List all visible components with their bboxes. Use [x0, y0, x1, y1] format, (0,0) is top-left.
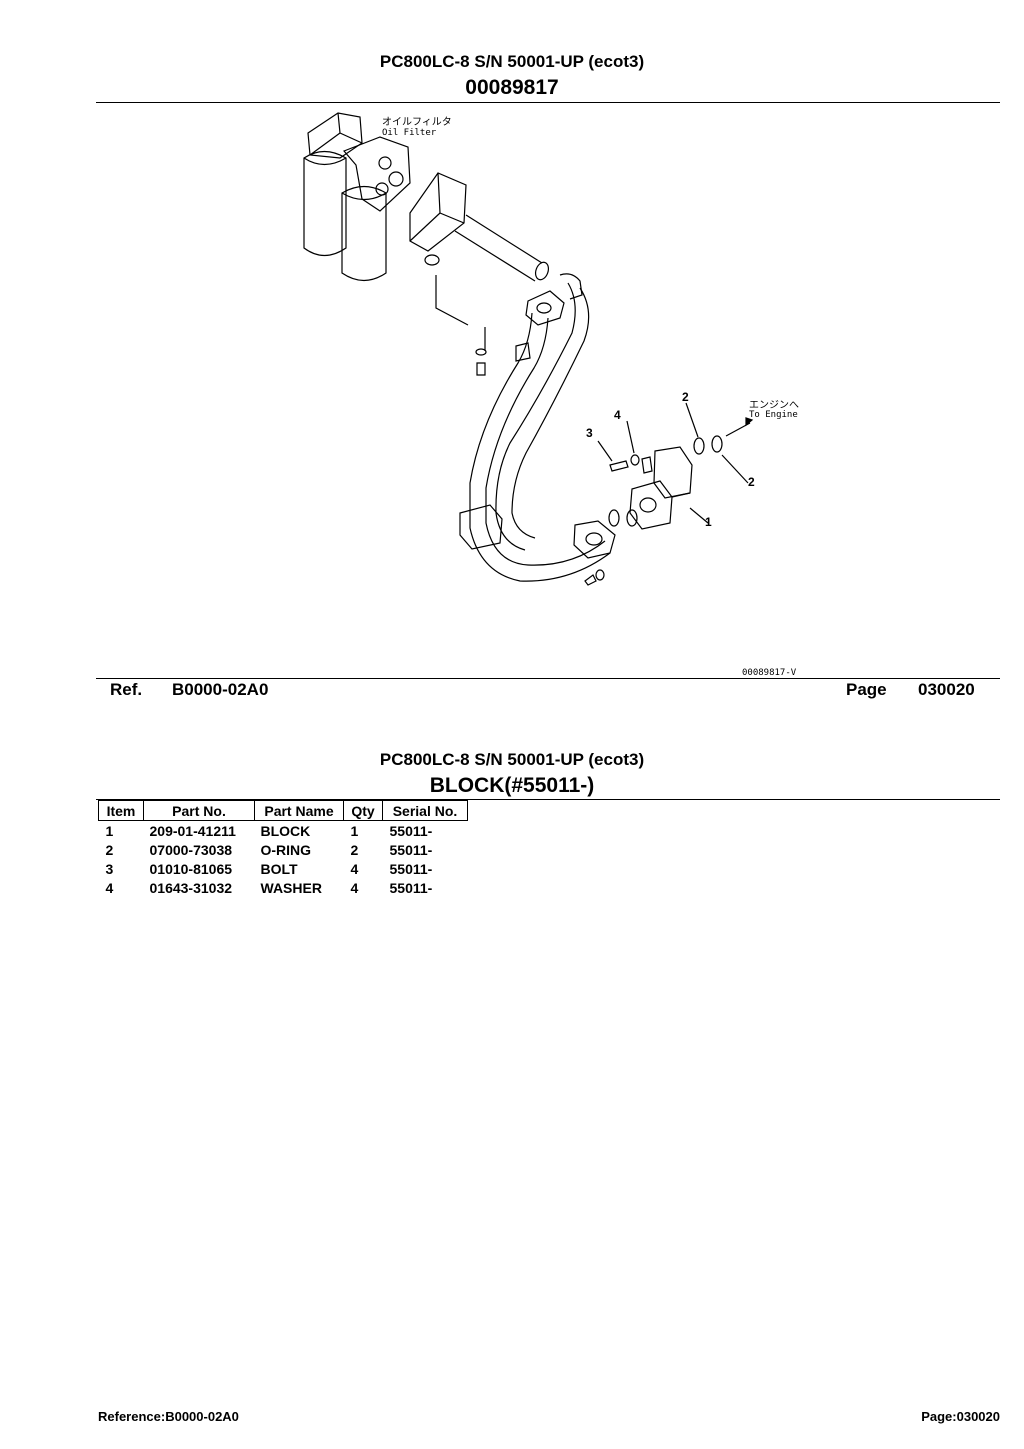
page-value: 030020 — [918, 680, 975, 699]
page-label: Page — [846, 680, 887, 699]
col-qty: Qty — [343, 800, 383, 821]
cell-part-no: 01643-31032 — [149, 879, 233, 896]
callout-4: 4 — [614, 408, 621, 422]
cell-qty: 4 — [350, 879, 359, 896]
to-engine-label-jp: エンジンへ — [749, 400, 799, 411]
table-row: 2 07000-73038 O-RING 2 55011- — [99, 840, 468, 859]
table-row: 1 209-01-41211 BLOCK 1 55011- — [99, 821, 468, 841]
cell-part-no: 209-01-41211 — [149, 822, 236, 839]
section-divider — [96, 799, 1000, 800]
callout-1: 1 — [705, 515, 712, 529]
cell-serial-no: 55011- — [389, 822, 433, 839]
ref-value: B0000-02A0 — [172, 680, 269, 699]
cell-qty: 1 — [350, 822, 359, 839]
oil-filter-label-en: Oil Filter — [382, 128, 437, 138]
ref-label: Ref. — [110, 680, 143, 699]
cell-serial-no: 55011- — [389, 879, 433, 896]
cell-part-name: O-RING — [260, 841, 312, 858]
col-serial-no: Serial No. — [382, 800, 468, 821]
cell-item: 3 — [105, 860, 114, 877]
cell-part-no: 07000-73038 — [149, 841, 233, 858]
cell-serial-no: 55011- — [389, 841, 433, 858]
cell-part-name: WASHER — [260, 879, 322, 896]
oil-filter-illustration — [303, 112, 411, 282]
drawing-code: 00089817-V — [742, 668, 797, 678]
parts-table: Item Part No. Part Name Qty Serial No. 1… — [98, 800, 468, 897]
footer-reference: Reference:B0000-02A0 — [98, 1409, 239, 1424]
header-divider — [96, 102, 1000, 103]
refbar-divider — [96, 678, 1000, 679]
callout-3: 3 — [586, 426, 593, 440]
cell-qty: 4 — [350, 860, 359, 877]
col-item: Item — [98, 800, 144, 821]
callout-2-upper: 2 — [682, 390, 689, 404]
model-title: PC800LC-8 S/N 50001-UP (ecot3) — [379, 52, 645, 71]
col-part-name: Part Name — [254, 800, 344, 821]
section-title: BLOCK(#55011-) — [429, 774, 595, 797]
callout-2-lower: 2 — [748, 475, 755, 489]
cell-part-no: 01010-81065 — [149, 860, 233, 877]
illustration-number: 00089817 — [465, 76, 559, 99]
cell-qty: 2 — [350, 841, 359, 858]
cell-item: 4 — [105, 879, 114, 896]
oil-filter-label-jp: オイルフィルタ — [382, 116, 452, 128]
to-engine-label-en: To Engine — [749, 410, 798, 420]
footer-page: Page:030020 — [921, 1409, 1000, 1424]
col-part-no: Part No. — [143, 800, 255, 821]
section-model-title: PC800LC-8 S/N 50001-UP (ecot3) — [379, 750, 645, 769]
cell-item: 2 — [105, 841, 114, 858]
parts-table-header: Item Part No. Part Name Qty Serial No. — [98, 800, 468, 821]
table-row: 4 01643-31032 WASHER 4 55011- — [99, 878, 468, 897]
cell-serial-no: 55011- — [389, 860, 433, 877]
parts-diagram: オイルフィルタ Oil Filter エンジンへ To Engine 00089… — [303, 112, 799, 678]
cell-item: 1 — [105, 822, 114, 839]
cell-part-name: BLOCK — [260, 822, 311, 839]
table-row: 3 01010-81065 BOLT 4 55011- — [99, 859, 468, 878]
cell-part-name: BOLT — [260, 860, 298, 877]
